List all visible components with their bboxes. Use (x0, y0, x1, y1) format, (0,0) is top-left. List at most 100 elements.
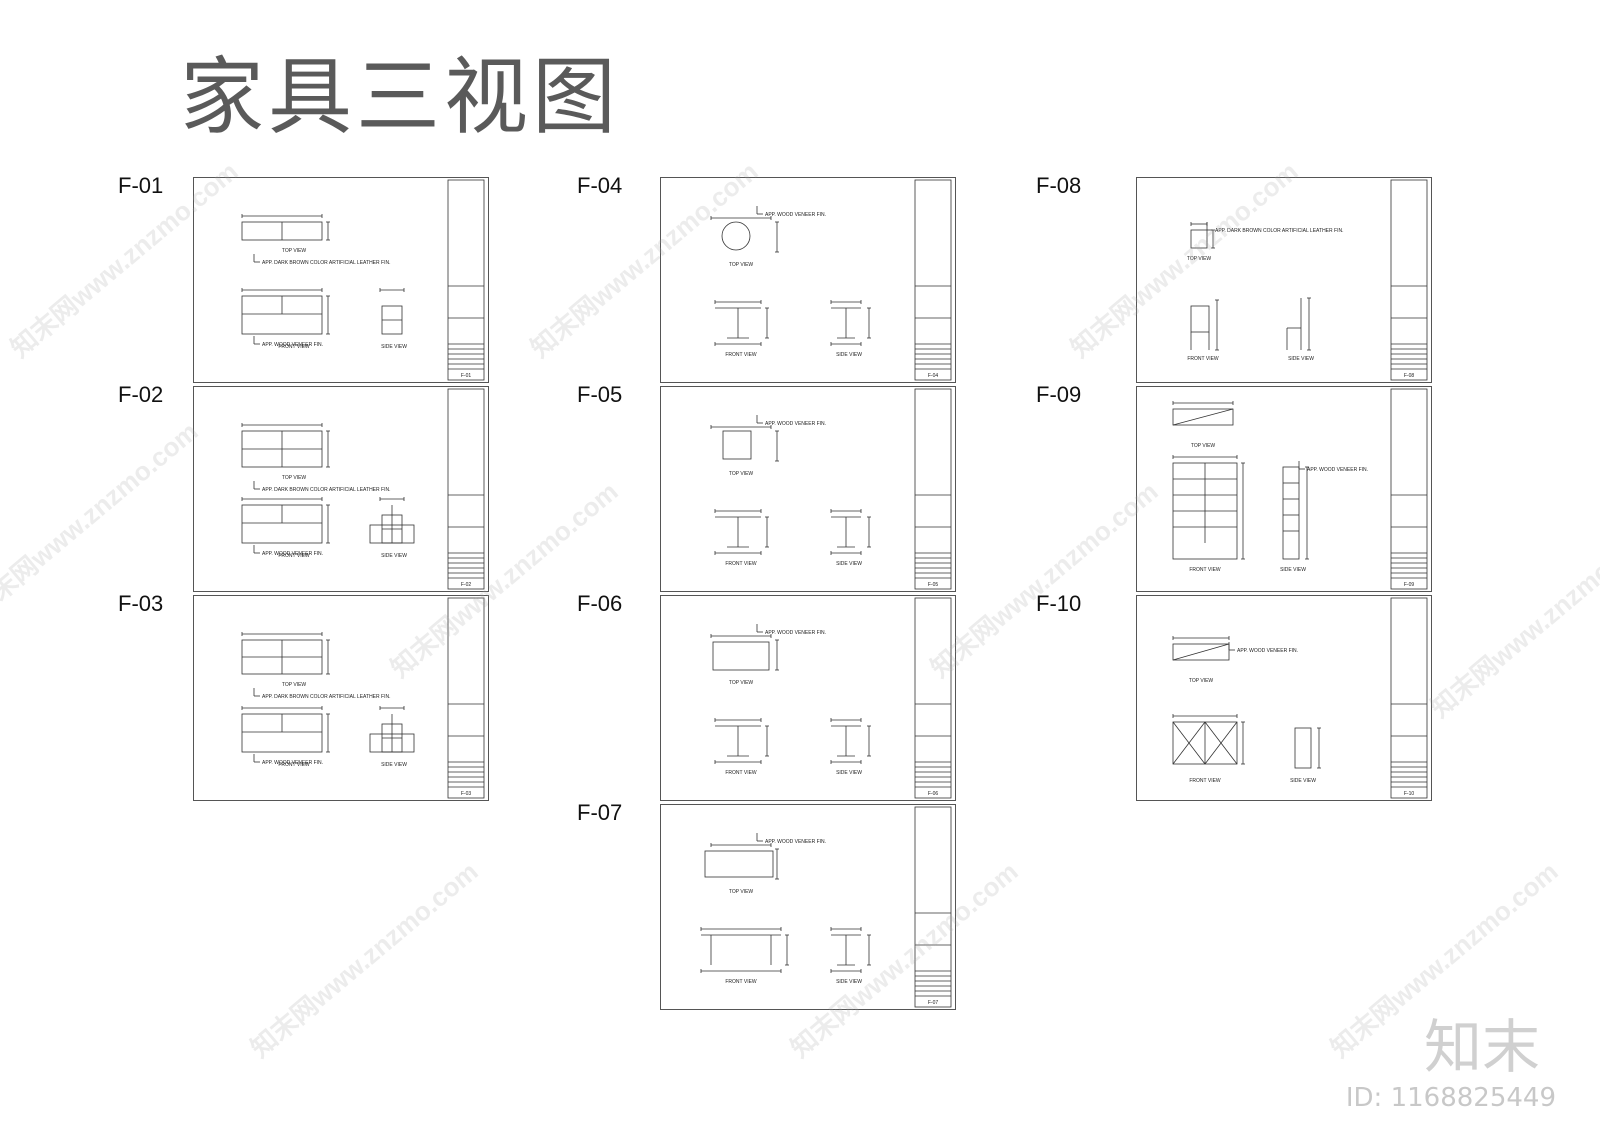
title-block-frame (914, 806, 952, 1008)
title-block: F-02 (447, 388, 485, 590)
title-block: F-03 (447, 597, 485, 799)
material-note: APP. WOOD VENEER FIN. (765, 421, 826, 427)
top-view-label: TOP VIEW (1187, 256, 1212, 262)
title-block-frame (1390, 388, 1428, 590)
title-block: F-05 (914, 388, 952, 590)
title-block-frame (914, 388, 952, 590)
sheet-code-f09: F-09 (1036, 382, 1082, 407)
front-view-label: FRONT VIEW (725, 979, 757, 985)
chair-top (1190, 229, 1208, 249)
front-view-label: FRONT VIEW (278, 344, 310, 350)
title-block: F-09 (1390, 388, 1428, 590)
title-block-frame (447, 388, 485, 590)
page-title: 家具三视图 (180, 48, 621, 146)
sofa-side-base (369, 733, 415, 753)
sheet-number: F-03 (461, 791, 472, 797)
sheet-number: F-06 (928, 791, 939, 797)
sheet-code-f10: F-10 (1036, 591, 1082, 616)
sheet-code-f07: F-07 (577, 800, 623, 825)
title-block: F-10 (1390, 597, 1428, 799)
title-block-frame (914, 597, 952, 799)
front-view-label: FRONT VIEW (1189, 567, 1221, 573)
sheet-drawing: TOP VIEW APP. DARK BROWN COLOR ARTIFICIAL… (241, 179, 485, 381)
top-view-label: TOP VIEW (282, 248, 307, 254)
top-view-label: TOP VIEW (729, 471, 754, 477)
watermark-text: 知末网www.znzmo.com (0, 416, 204, 624)
sheet-number: F-08 (1404, 373, 1415, 379)
material-note: APP. WOOD VENEER FIN. (765, 630, 826, 636)
cabinet-door-diagonal (1172, 721, 1206, 765)
sheet-number: F-09 (1404, 582, 1415, 588)
sofa-side-base (369, 524, 415, 544)
front-view-label: FRONT VIEW (1189, 778, 1221, 784)
watermark-text: 知末网www.znzmo.com (244, 856, 484, 1064)
side-view-label: SIDE VIEW (836, 979, 862, 985)
front-view-label: FRONT VIEW (725, 352, 757, 358)
sheet-code-f02: F-02 (118, 382, 164, 407)
brand-logo: 知末 (1423, 1013, 1540, 1081)
top-view-label: TOP VIEW (1189, 678, 1214, 684)
title-block-frame (1390, 179, 1428, 381)
front-view-label: FRONT VIEW (725, 770, 757, 776)
drawing-sheet-f03[interactable]: TOP VIEW APP. DARK BROWN COLOR ARTIFICIAL… (193, 595, 489, 801)
top-view-label: TOP VIEW (282, 682, 307, 688)
side-view-label: SIDE VIEW (381, 344, 407, 350)
sheet-number: F-07 (928, 1000, 939, 1006)
front-view-label: FRONT VIEW (278, 553, 310, 559)
drawing-sheet-f06[interactable]: TOP VIEW APP. WOOD VENEER FIN. FRONT VIEW S… (660, 595, 956, 801)
side-view-label: SIDE VIEW (1280, 567, 1306, 573)
shelf-side (1282, 466, 1300, 560)
front-view-label: FRONT VIEW (278, 762, 310, 768)
side-view-label: SIDE VIEW (1288, 356, 1314, 362)
sheet-number: F-04 (928, 373, 939, 379)
top-view-label: TOP VIEW (729, 680, 754, 686)
top-view-label: TOP VIEW (1191, 443, 1216, 449)
sheet-code-f06: F-06 (577, 591, 623, 616)
cabinet-top (1172, 643, 1230, 661)
material-note: APP. WOOD VENEER FIN. (262, 551, 323, 557)
material-note: APP. DARK BROWN COLOR ARTIFICIAL LEATHER… (262, 260, 390, 266)
sheet-number: F-10 (1404, 791, 1415, 797)
watermark-text: 知末网www.znzmo.com (924, 476, 1164, 684)
shelf-top (1172, 408, 1234, 426)
shelf-top-diagonal (1172, 408, 1234, 426)
material-note: APP. DARK BROWN COLOR ARTIFICIAL LEATHER… (262, 694, 390, 700)
sheet-code-f05: F-05 (577, 382, 623, 407)
title-block: F-07 (914, 806, 952, 1008)
chair-front-back (1190, 305, 1210, 333)
front-view-label: FRONT VIEW (725, 561, 757, 567)
side-view-label: SIDE VIEW (836, 770, 862, 776)
sheet-code-f01: F-01 (118, 173, 164, 198)
sheet-number: F-01 (461, 373, 472, 379)
table-top-round (721, 221, 751, 251)
title-block-frame (914, 179, 952, 381)
sheet-code-f08: F-08 (1036, 173, 1082, 198)
material-note: APP. WOOD VENEER FIN. (262, 760, 323, 766)
title-block: F-04 (914, 179, 952, 381)
drawing-content: TOP VIEW APP. DARK BROWN COLOR ARTIFICIAL… (241, 214, 407, 350)
material-note: APP. WOOD VENEER FIN. (765, 839, 826, 845)
sheet-number: F-02 (461, 582, 472, 588)
material-note: APP. WOOD VENEER FIN. (262, 342, 323, 348)
drawing-sheet-f01[interactable]: TOP VIEW APP. DARK BROWN COLOR ARTIFICIAL… (193, 177, 489, 383)
drawing-content: TOP VIEW APP. WOOD VENEER FIN. FRONT VIEW S… (710, 624, 871, 776)
side-view-label: SIDE VIEW (836, 352, 862, 358)
